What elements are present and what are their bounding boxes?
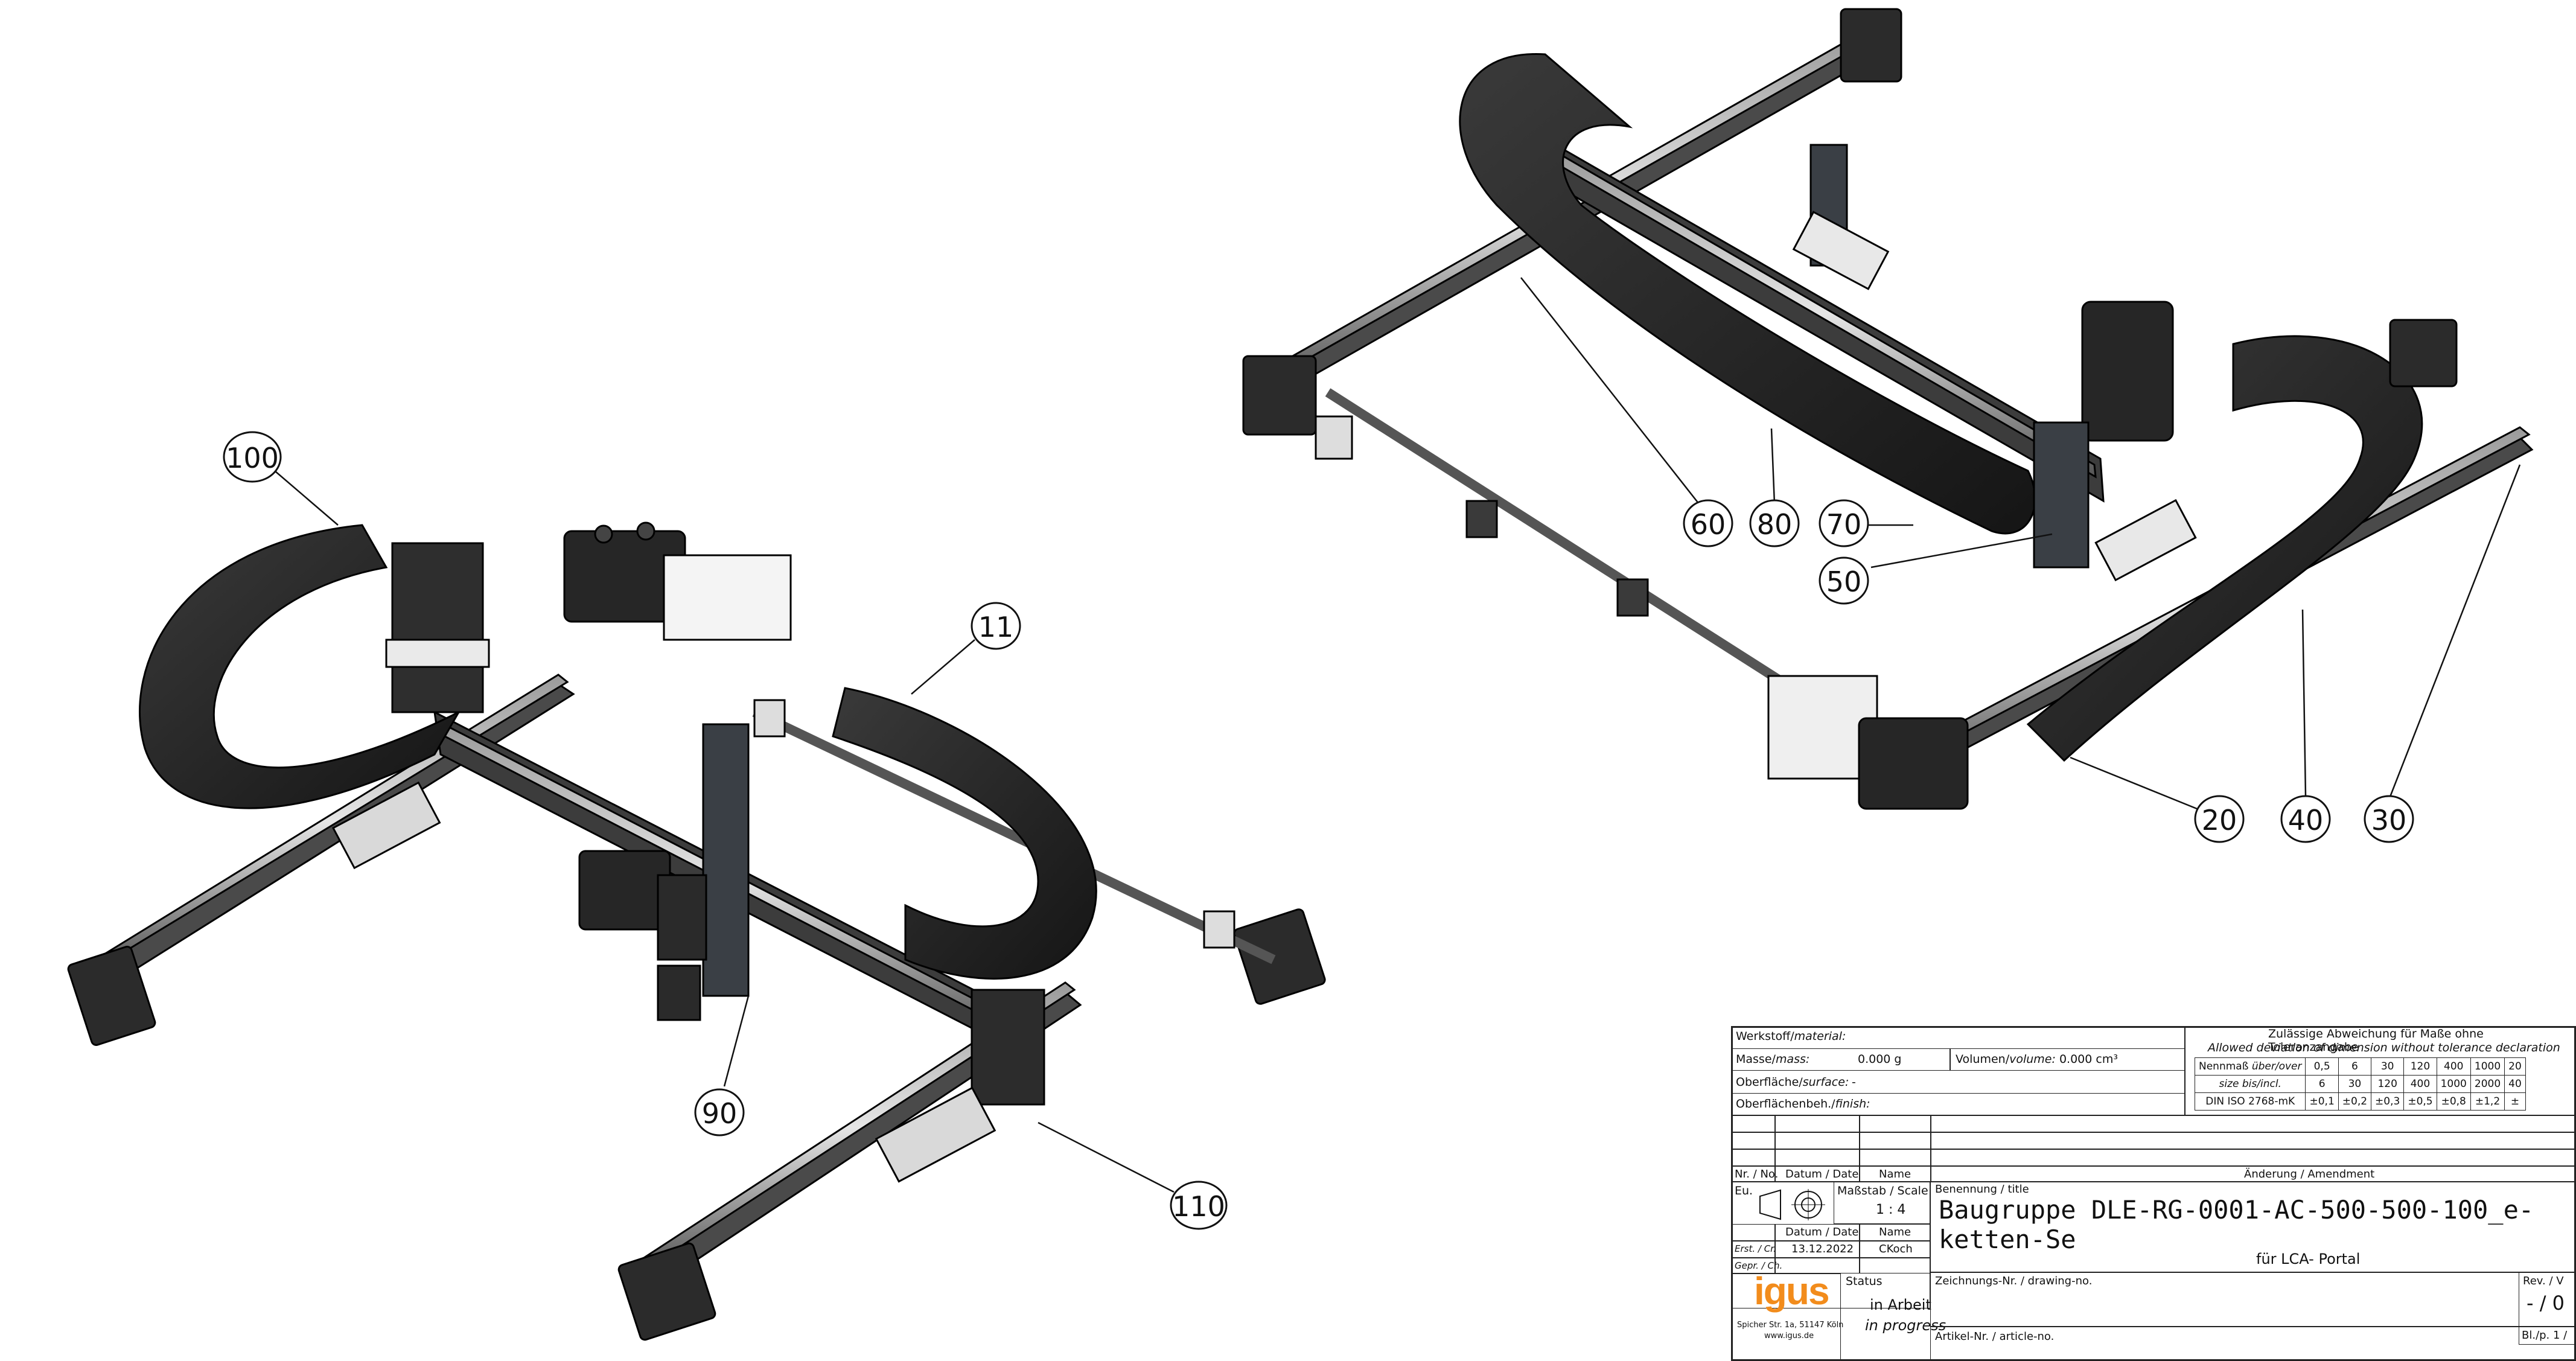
balloon-40: 40 xyxy=(2280,795,2331,843)
sheet-label: Bl./p. 1 / xyxy=(2522,1329,2568,1342)
left-vertical-plate xyxy=(702,723,750,997)
volume-label: Volumen/volume: 0.000 cm³ xyxy=(1956,1053,2118,1066)
date-label: Datum / Date xyxy=(1785,1226,1859,1238)
right-carriage-2 xyxy=(2094,499,2197,582)
status-en: in progress xyxy=(1865,1317,1946,1334)
balloon-label: 11 xyxy=(978,611,1014,643)
left-motor-2 xyxy=(578,850,671,931)
right-vertical-motor xyxy=(2081,301,2174,442)
title-label: Benennung / title xyxy=(1935,1183,2029,1196)
material-label: Werkstoff/material: xyxy=(1736,1030,1846,1043)
balloon-70: 70 xyxy=(1819,499,1869,547)
balloon-label: 20 xyxy=(2202,804,2237,837)
tolerance-header: Zulässige Abweichung für Maße ohne Toler… xyxy=(2268,1027,2484,1054)
mass-label: Masse/mass: xyxy=(1736,1053,1810,1066)
balloon-label: 80 xyxy=(1757,508,1793,541)
rev-value: - / 0 xyxy=(2527,1292,2565,1315)
article-no-label: Artikel-Nr. / article-no. xyxy=(1935,1330,2055,1343)
created-label: Erst. / Cr. xyxy=(1735,1243,1776,1254)
drawing-no-label: Zeichnungs-Nr. / drawing-no. xyxy=(1935,1275,2093,1287)
balloon-label: 70 xyxy=(1826,508,1862,541)
right-energy-chain-2 xyxy=(2026,335,2423,762)
tolerance-table: Nennmaß über/over 0,5 6 30 120 400 1000 … xyxy=(2194,1057,2526,1111)
checked-label: Gepr. / Ch. xyxy=(1735,1260,1783,1271)
right-energy-chain-1 xyxy=(1459,53,2036,535)
title-block-frame xyxy=(1731,1026,2576,1361)
projection-symbol-icon xyxy=(1759,1189,1825,1220)
surface-value: - xyxy=(1852,1076,1856,1089)
balloon-label: 60 xyxy=(1691,508,1726,541)
right-endcap-3 xyxy=(2389,319,2458,387)
balloon-20: 20 xyxy=(2194,795,2245,843)
right-endcap-1 xyxy=(1242,355,1317,436)
tol-label-size: size bis/incl. xyxy=(2194,1075,2306,1093)
name-label: Name xyxy=(1879,1226,1911,1238)
title-block: Werkstoff/material: Masse/mass: 0.000 g … xyxy=(1731,1026,2576,1361)
created-date: 13.12.2022 xyxy=(1791,1243,1854,1255)
igus-logo: igus xyxy=(1754,1269,1830,1313)
left-endcap-2 xyxy=(617,1242,716,1341)
company-web: www.igus.de xyxy=(1764,1331,1814,1340)
left-energy-chain-2 xyxy=(832,687,1097,980)
left-endcap-3 xyxy=(1233,908,1326,1005)
right-assembly-view xyxy=(1242,8,2534,810)
left-carriage-2 xyxy=(875,1086,996,1183)
scale-label: Maßstab / Scale xyxy=(1837,1184,1928,1197)
scale-value: 1 : 4 xyxy=(1876,1202,1906,1217)
balloon-110: 110 xyxy=(1170,1181,1228,1230)
balloon-11: 11 xyxy=(971,602,1021,650)
created-name: CKoch xyxy=(1879,1243,1913,1255)
right-vertical-plate xyxy=(2033,421,2090,569)
left-assembly-view xyxy=(67,521,1326,1341)
left-energy-chain-1 xyxy=(139,524,461,809)
right-spindle xyxy=(1325,388,1814,704)
rev-col-date: Datum / Date xyxy=(1785,1168,1859,1181)
balloon-label: 90 xyxy=(702,1097,738,1130)
rev-col-amendment: Änderung / Amendment xyxy=(2244,1168,2375,1181)
balloon-90: 90 xyxy=(694,1088,745,1136)
company-address: Spicher Str. 1a, 51147 Köln xyxy=(1737,1321,1844,1330)
balloon-label: 100 xyxy=(226,442,279,474)
left-end-block xyxy=(971,989,1045,1106)
leader-lines xyxy=(274,277,2521,1193)
rev-label: Rev. / V xyxy=(2523,1275,2564,1287)
tol-label-nennmass: Nennmaß über/over xyxy=(2194,1057,2306,1076)
tolerance-header-en: Allowed deviation of dimension without t… xyxy=(2208,1041,2560,1054)
drawing-subtitle: für LCA- Portal xyxy=(2256,1251,2361,1267)
left-carriage-1 xyxy=(331,781,441,870)
surface-label: Oberfläche/surface: xyxy=(1736,1076,1849,1089)
left-endcap-1 xyxy=(67,946,156,1046)
balloon-label: 50 xyxy=(1826,566,1862,598)
status-label: Status xyxy=(1846,1275,1883,1288)
left-spindle xyxy=(752,707,1276,964)
balloon-60: 60 xyxy=(1683,499,1733,547)
balloon-30: 30 xyxy=(2364,795,2414,843)
left-z-axis xyxy=(391,542,484,713)
right-motor xyxy=(1858,717,1969,810)
rev-col-name: Name xyxy=(1879,1168,1911,1181)
balloon-label: 30 xyxy=(2371,804,2407,837)
balloon-50: 50 xyxy=(1819,556,1869,605)
drawing-title: Baugruppe DLE-RG-0001-AC-500-500-100_e-k… xyxy=(1939,1195,2534,1254)
eu-label: Eu. xyxy=(1735,1184,1753,1197)
status-de: in Arbeit xyxy=(1870,1296,1931,1313)
right-endcap-2 xyxy=(1840,8,1902,83)
balloon-label: 110 xyxy=(1172,1190,1225,1223)
balloon-100: 100 xyxy=(223,431,282,483)
rev-col-no: Nr. / No. xyxy=(1735,1168,1779,1181)
right-carriage-1 xyxy=(1792,211,1890,290)
finish-label: Oberflächenbeh./finish: xyxy=(1736,1097,1870,1111)
tol-standard: DIN ISO 2768-mK xyxy=(2194,1092,2306,1111)
mass-value: 0.000 g xyxy=(1858,1053,1902,1066)
balloon-80: 80 xyxy=(1749,499,1800,547)
balloon-label: 40 xyxy=(2288,804,2324,837)
